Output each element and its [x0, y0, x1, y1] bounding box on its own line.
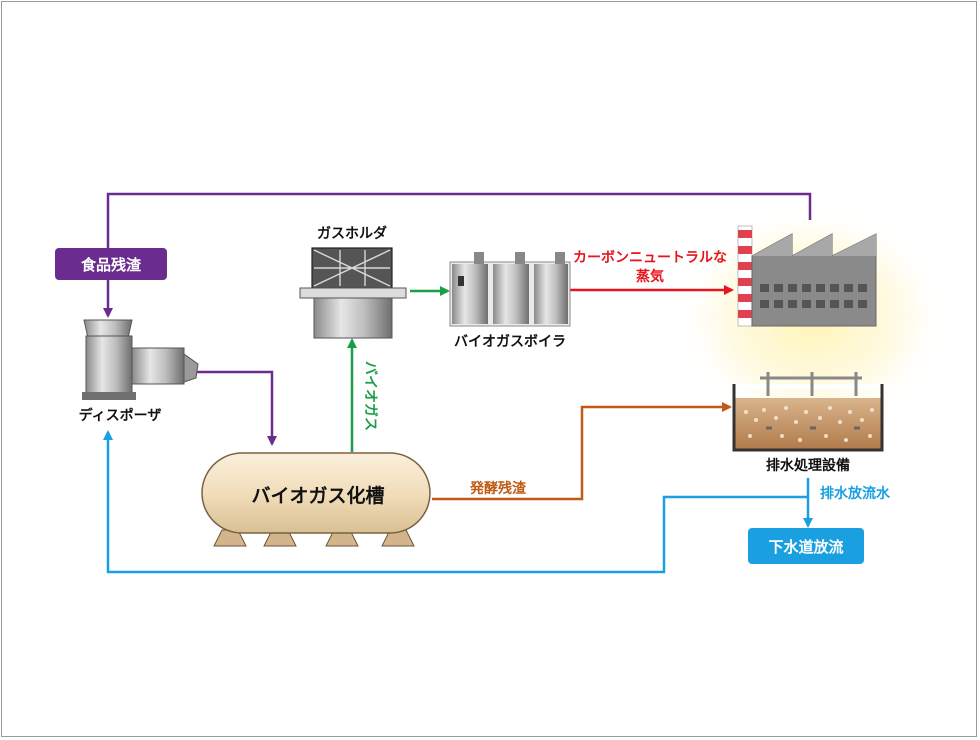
factory-icon	[737, 225, 877, 327]
disposer-label: ディスポーザ	[79, 407, 162, 424]
biogas-tank-label: バイオガス化槽	[251, 484, 384, 507]
boiler-units-icon	[449, 252, 571, 327]
return-water-arrow	[103, 430, 808, 574]
biogas-tank-icon	[201, 452, 431, 547]
gas-holder-icon	[299, 247, 407, 339]
carbon-neutral-label-line2: 蒸気	[636, 268, 664, 285]
fermentation-residue-arrow	[432, 402, 732, 501]
food-waste-return-line	[106, 192, 812, 248]
biogas-boiler-label: バイオガスボイラ	[454, 334, 566, 350]
biogas-label: バイオガス	[362, 361, 378, 431]
disposer-machine-icon	[82, 319, 199, 400]
wastewater-facility-label: 排水処理設備	[766, 457, 850, 474]
sewer-discharge-label: 下水道放流	[768, 538, 843, 556]
gas-holder-label: ガスホルダ	[317, 225, 387, 242]
food-waste-box	[55, 248, 167, 280]
food-waste-label: 食品残渣	[81, 256, 142, 274]
wastewater-basin-icon	[732, 372, 884, 452]
discharge-water-label: 排水放流水	[820, 485, 891, 502]
fermentation-residue-label: 発酵残渣	[469, 480, 527, 497]
sewer-discharge-box	[748, 528, 864, 564]
carbon-neutral-label-line1: カーボンニュートラルな	[573, 250, 727, 266]
disposer-to-tank-arrow	[196, 370, 277, 446]
